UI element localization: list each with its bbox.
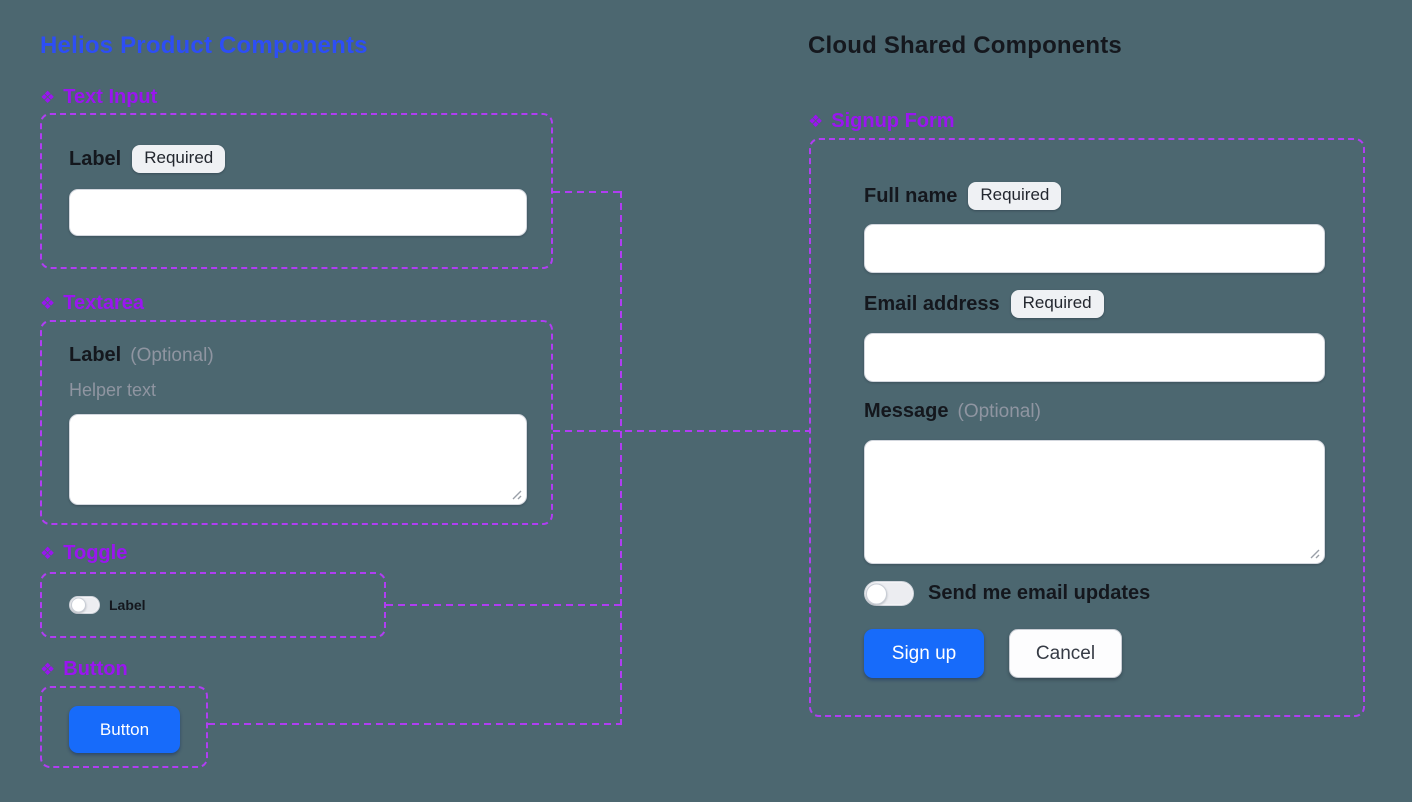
optional-hint: (Optional) [957,400,1041,422]
right-section-title: Cloud Shared Components [808,32,1122,59]
component-header-textarea: ❖ Textarea [40,292,144,315]
message-label: Message [864,400,949,422]
resize-handle-icon[interactable] [509,487,522,500]
toggle-row: Label [69,596,146,614]
connector-textarea [553,430,809,432]
component-header-signup-form: ❖ Signup Form [808,110,955,133]
full-name-input[interactable] [864,224,1325,273]
component-header-label: Text Input [63,86,158,108]
connector-toggle [386,604,622,606]
left-section-title: Helios Product Components [40,32,368,59]
resize-handle-icon[interactable] [1307,546,1320,559]
required-badge: Required [132,145,226,173]
email-updates-label: Send me email updates [928,582,1151,604]
text-input-component-frame: Label Required [40,113,553,269]
sign-up-button[interactable]: Sign up [864,629,984,678]
component-header-label: Toggle [63,542,128,564]
label-row: Label (Optional) [69,344,214,367]
label-row: Label Required [69,145,226,173]
email-label: Email address [864,292,1000,315]
connector-bus [620,191,622,725]
field-label: Label [69,344,122,366]
label-row: Full name Required [864,182,1062,210]
email-input[interactable] [864,333,1325,382]
required-badge: Required [1010,290,1104,318]
component-icon: ❖ [40,544,56,563]
component-header-label: Textarea [63,292,145,314]
toggle-switch[interactable] [69,596,100,614]
toggle-knob[interactable] [71,597,86,613]
component-icon: ❖ [40,88,56,107]
label-row: Message (Optional) [864,400,1041,423]
required-badge: Required [968,182,1062,210]
signup-form-frame: Full name Required Email address Require… [809,138,1365,717]
component-header-label: Signup Form [831,110,955,132]
component-header-toggle: ❖ Toggle [40,542,127,565]
button-component-frame: Button [40,686,208,768]
connector-text-input [553,191,622,193]
component-icon: ❖ [40,294,56,313]
email-updates-toggle[interactable] [864,581,914,606]
component-header-button: ❖ Button [40,658,128,681]
component-icon: ❖ [808,112,824,131]
toggle-component-frame: Label [40,572,386,638]
textarea-field[interactable] [69,414,527,505]
component-header-text-input: ❖ Text Input [40,86,157,109]
toggle-knob[interactable] [866,583,887,604]
cancel-button[interactable]: Cancel [1009,629,1122,678]
label-row: Email address Required [864,290,1104,318]
field-label: Label [69,147,122,170]
message-textarea[interactable] [864,440,1325,564]
text-input-field[interactable] [69,189,527,236]
toggle-row: Send me email updates [864,581,1150,606]
textarea-component-frame: Label (Optional) Helper text [40,320,553,525]
connector-button [208,723,622,725]
primary-button[interactable]: Button [69,706,180,753]
component-header-label: Button [63,658,128,680]
helper-text: Helper text [69,380,157,400]
toggle-label: Label [109,597,146,613]
optional-hint: (Optional) [130,344,214,366]
component-icon: ❖ [40,660,56,679]
full-name-label: Full name [864,184,958,207]
